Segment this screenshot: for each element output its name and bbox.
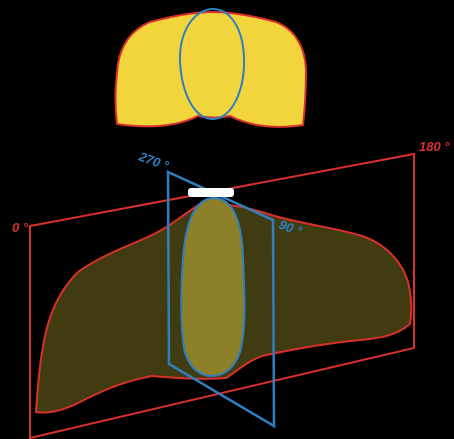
label-270-degrees: 270 ° (136, 148, 171, 173)
top-yellow-shape (114, 10, 308, 128)
white-marker (188, 188, 234, 197)
label-180-degrees: 180 ° (419, 139, 450, 154)
inner-oval (180, 196, 246, 378)
label-0-degrees: 0 ° (12, 220, 29, 235)
red-plane (29, 152, 415, 439)
top-inner-outline (178, 7, 246, 121)
blue-plane (166, 170, 276, 429)
